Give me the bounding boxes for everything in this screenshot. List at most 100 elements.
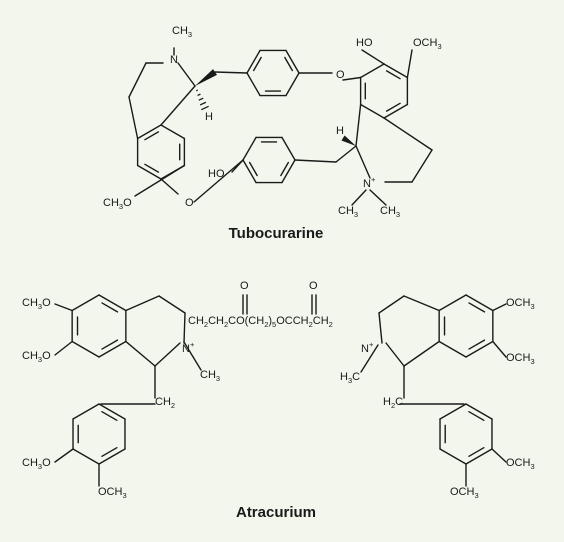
atra-right-veratryl-ring [465, 403, 493, 420]
tubo-right-heteroring [355, 145, 371, 179]
atra-right-benzene-ring [465, 294, 494, 312]
atom-label-nplus: N+ [363, 175, 376, 190]
atra-right-veratryl-ring [465, 448, 493, 465]
atom-label-h2: H [336, 125, 344, 137]
atra-left-heteroring [125, 340, 156, 367]
atom-label-o1: O [336, 69, 345, 81]
atra-left-veratryl-ring [98, 448, 126, 465]
atra-methoxy-l2 [54, 340, 73, 356]
atom-label-ch3-l: CH3 [200, 369, 220, 383]
atra-right-veratryl-ring-inner [468, 446, 485, 458]
ho1-bond [361, 49, 385, 65]
hashed-bond [198, 97, 204, 101]
atom-label-o-c1: O [240, 280, 249, 292]
atom-label-ho2: HO [208, 168, 225, 180]
tubo-bottom-phenol-ring [281, 159, 296, 184]
tubo-left-benzene-ring [136, 164, 162, 180]
tubo-right-benzene-ring-inner [385, 102, 401, 112]
atra-methoxy-l3 [54, 448, 74, 463]
tubo-right-heteroring [355, 103, 362, 147]
atom-label-och3-l4: OCH3 [98, 486, 127, 500]
atom-label-och3-1: OCH3 [413, 37, 442, 51]
atra-left-benzene-ring [98, 340, 127, 358]
ether-o1-to-ring [342, 76, 362, 81]
atom-label-och3-r3: OCH3 [506, 457, 535, 471]
atra-left-heteroring [158, 295, 186, 314]
atra-left-heteroring [154, 342, 181, 367]
atra-left-heteroring [183, 312, 186, 344]
atra-left-benzene-ring [71, 340, 100, 358]
atra-left-benzene-ring-inner [101, 302, 119, 313]
tubo-right-benzene-ring [359, 63, 385, 79]
atra-left-n-methyl [183, 341, 202, 371]
hashed-bond [196, 89, 198, 92]
atra-methoxy-l1 [54, 303, 73, 312]
ether-o2-to-phenol [193, 159, 244, 203]
hashed-bond [197, 93, 201, 97]
atra-right-benzene-ring [438, 340, 467, 358]
atom-label-n: N [170, 54, 178, 66]
atra-right-benzene-ring-inner [468, 339, 486, 350]
atra-right-veratryl-ring [439, 403, 467, 420]
atom-label-ho1: HO [356, 37, 373, 49]
atom-label-nplus-l: N+ [182, 340, 195, 355]
tubo-left-benzene-ring [160, 124, 186, 140]
tubo-right-benzene-ring [383, 63, 409, 79]
atom-label-chain: CH2CH2CO(CH2)5OCCH2CH2 [188, 315, 333, 329]
tubo-top-phenylene-ring-inner [252, 56, 262, 72]
tubo-top-phenylene-ring-inner [284, 56, 294, 72]
atra-right-benzene-ring [438, 294, 467, 312]
tubo-left-benzene-ring-inner [144, 163, 160, 173]
atom-label-och3-r2: OCH3 [506, 352, 535, 366]
ch2-to-phenol-ring [294, 159, 337, 163]
atom-label-h1: H [205, 111, 213, 123]
tubo-bottom-phenol-ring [242, 136, 257, 161]
atra-left-veratryl-ring [72, 403, 100, 420]
tubo-bottom-phenol-ring-inner [280, 161, 290, 177]
atom-label-och3-r4: OCH3 [450, 486, 479, 500]
tubo-bottom-phenol-ring [281, 136, 296, 161]
atra-left-veratryl-ring [72, 448, 100, 465]
wedge-bond [195, 69, 218, 86]
bond-lines [54, 47, 507, 487]
tubo-right-benzene-ring [383, 103, 409, 119]
atra-right-heteroring [378, 312, 383, 344]
atom-label-ch3-a: CH3 [338, 205, 358, 219]
atra-left-benzene-ring [98, 294, 127, 312]
atom-label-o2: O [185, 197, 194, 209]
och3-1-bond [406, 49, 413, 79]
atom-label-ch3o-l3: CH3O [22, 457, 51, 471]
tubo-left-heteroring [128, 62, 147, 98]
atom-label-h2c-r: H2C [383, 396, 403, 410]
tubo-bottom-phenol-ring [242, 159, 257, 184]
tubo-left-benzene-ring [136, 124, 162, 140]
tubo-left-heteroring [160, 85, 196, 126]
atra-left-veratryl-ring-inner [101, 410, 118, 422]
atra-methoxy-r1 [492, 303, 507, 312]
ho2-bond [231, 159, 244, 173]
atra-right-veratryl-ring [439, 448, 467, 465]
ch2-to-phenol-bond [335, 145, 357, 163]
atom-label-ch3o-1: CH3O [103, 197, 132, 211]
atra-right-veratryl-ring-inner [468, 410, 485, 422]
tubo-left-heteroring [177, 62, 196, 87]
tubo-top-phenylene-ring [246, 49, 261, 74]
atra-left-veratryl-ring [98, 403, 126, 420]
atra-methoxy-r3 [491, 448, 507, 463]
atra-right-n-methyl [360, 344, 379, 373]
n-methyl-b [369, 189, 387, 206]
atracurium-title: Atracurium [236, 504, 316, 521]
atra-methoxy-r2 [492, 340, 507, 358]
tubo-top-phenylene-ring [285, 72, 300, 97]
atra-right-heteroring [403, 295, 440, 312]
ether-o2-bond [160, 178, 179, 195]
atom-label-ch3o-l1: CH3O [22, 297, 51, 311]
atom-label-ch3-b: CH3 [380, 205, 400, 219]
atom-label-och3-r1: OCH3 [506, 297, 535, 311]
atom-label-ch3o-l2: CH3O [22, 350, 51, 364]
atom-label-nplus-r: N+ [361, 340, 374, 355]
atom-label-h3c-r: H3C [340, 371, 360, 385]
tubo-top-phenylene-ring [246, 72, 261, 97]
